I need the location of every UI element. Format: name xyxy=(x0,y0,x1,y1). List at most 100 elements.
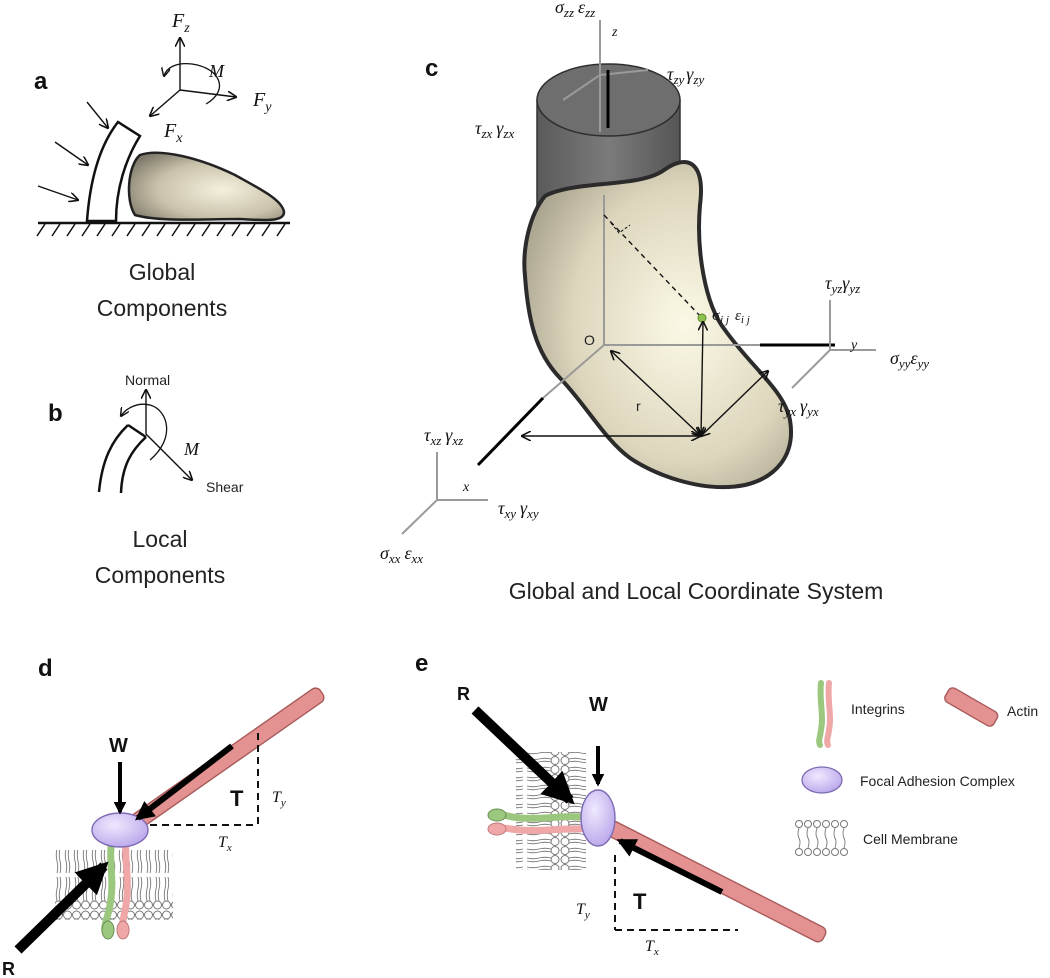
lipid-head xyxy=(840,848,848,856)
integrin-green-foot-d xyxy=(101,920,115,940)
ty-label-d: Ty xyxy=(272,789,286,809)
x-axis-label: x xyxy=(462,480,470,495)
fx-label: Fx xyxy=(163,120,183,146)
shear-axis xyxy=(145,433,192,480)
panel-b-letter: b xyxy=(48,400,63,427)
integrin-pink-foot-e xyxy=(487,822,507,836)
ty-label-e: Ty xyxy=(576,901,590,921)
tau-yz-label: τyzγyz xyxy=(825,273,860,296)
hatch-mark xyxy=(81,223,91,237)
integrin-pink-foot-d xyxy=(116,920,130,940)
panel-d-letter: d xyxy=(38,655,53,682)
tx-label-e: Tx xyxy=(645,938,659,958)
lipid-head xyxy=(795,820,803,828)
hatch-mark xyxy=(156,223,166,237)
tension-arrow-d xyxy=(134,743,234,821)
moment-arc-b xyxy=(121,403,168,461)
legend-membrane: Cell Membrane xyxy=(863,831,958,847)
fz-label: Fz xyxy=(171,10,190,36)
r-label-d: R xyxy=(2,959,15,978)
integrin-green-foot-e xyxy=(487,808,507,822)
lipid-head xyxy=(822,848,830,856)
legend-membrane-bg xyxy=(795,820,849,856)
pillar-b-right xyxy=(119,436,147,494)
lipid-head xyxy=(831,848,839,856)
legend-fac-icon xyxy=(801,766,843,794)
x-axis-inner xyxy=(542,344,605,399)
legend-actin-icon xyxy=(944,687,999,727)
origin-label: O xyxy=(584,332,595,348)
caption-a-line2: Components xyxy=(97,295,227,321)
hatch-mark xyxy=(276,223,286,237)
hatch-mark xyxy=(126,223,136,237)
tx-label-d: Tx xyxy=(218,834,232,854)
force-arrow-2 xyxy=(54,141,88,165)
legend-membrane-icon xyxy=(795,820,848,856)
hatch-mark xyxy=(261,223,271,237)
panel-a-letter: a xyxy=(34,68,48,95)
fy-axis xyxy=(179,89,236,97)
force-arrow-1 xyxy=(37,185,78,200)
legend-integrin-green-icon xyxy=(816,680,825,748)
sigma-yy-label: σyyεyy xyxy=(890,348,929,371)
force-arrow-3 xyxy=(86,101,108,128)
panel-a: a Fz Fy Fx M Global Components xyxy=(34,10,290,321)
t-label-d: T xyxy=(230,786,244,811)
reaction-arrow-e xyxy=(471,706,575,805)
legend-fac: Focal Adhesion Complex xyxy=(860,773,1015,789)
reaction-arrow-d xyxy=(14,861,109,954)
legend: Integrins Actin Focal Adhesion Complex C… xyxy=(795,680,1038,856)
tension-arrow-e xyxy=(616,838,724,895)
lipid-tail xyxy=(833,827,837,849)
lipid-tail xyxy=(842,827,846,849)
hatch-mark xyxy=(171,223,181,237)
lipid-tail xyxy=(815,827,819,849)
fy-label: Fy xyxy=(252,89,272,115)
hatch-mark xyxy=(246,223,256,237)
lipid-tail xyxy=(806,827,810,849)
lipid-head xyxy=(804,820,812,828)
panel-c: c z y x xyxy=(380,0,929,604)
t-label-e: T xyxy=(633,889,647,914)
r-vector xyxy=(611,351,701,436)
point-ij xyxy=(697,313,707,323)
hatch-mark xyxy=(216,223,226,237)
x-glyph-x xyxy=(401,499,438,535)
lipid-head xyxy=(804,848,812,856)
hatch-mark xyxy=(51,223,61,237)
hatch-mark xyxy=(186,223,196,237)
panel-b: b Normal Shear M Local Components xyxy=(48,372,244,588)
legend-integrin-pink-icon xyxy=(824,680,833,748)
caption-b-line2: Components xyxy=(95,562,225,588)
caption-b-line1: Local xyxy=(133,526,188,552)
r-label: r xyxy=(636,398,641,414)
lipid-head xyxy=(822,820,830,828)
caption-c: Global and Local Coordinate System xyxy=(509,578,884,604)
fx-axis xyxy=(150,89,181,116)
moment-arc-a xyxy=(164,62,220,105)
hatch-mark xyxy=(141,223,151,237)
hatch-mark xyxy=(96,223,106,237)
hatch-mark xyxy=(66,223,76,237)
lipid-tail xyxy=(824,827,828,849)
hatch-mark xyxy=(111,223,121,237)
lipid-tail xyxy=(797,827,801,849)
normal-label: Normal xyxy=(125,372,170,388)
cell-membrane-e xyxy=(516,752,586,870)
ground-hatching xyxy=(36,223,286,237)
focal-adhesion-e xyxy=(580,789,616,847)
cyl-x-axis xyxy=(562,74,601,101)
moment-label-b: M xyxy=(183,439,200,459)
cell-body-a xyxy=(127,151,286,222)
lipid-head xyxy=(813,848,821,856)
w-label-e: W xyxy=(589,694,608,716)
lipid-head xyxy=(795,848,803,856)
panel-e: e W R T Ty Tx xyxy=(415,650,827,958)
w-label-d: W xyxy=(109,735,128,757)
panel-e-letter: e xyxy=(415,650,428,677)
